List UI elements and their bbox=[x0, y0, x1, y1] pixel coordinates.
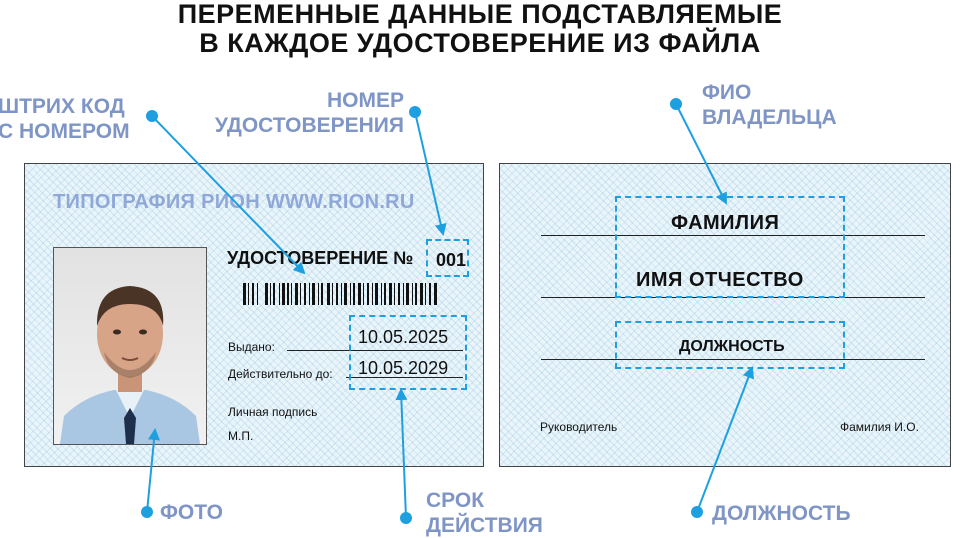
callout-number: НОМЕР УДОСТОВЕРЕНИЯ bbox=[200, 88, 404, 138]
callout-barcode-line-1: ШТРИХ КОД bbox=[0, 95, 125, 118]
manager-label: Руководитель bbox=[540, 420, 618, 434]
position-arrow bbox=[691, 366, 755, 518]
callout-fio: ФИО ВЛАДЕЛЬЦА bbox=[702, 80, 837, 130]
valid-until-underline bbox=[346, 377, 463, 378]
valid-until-label: Действительно до: bbox=[228, 367, 333, 381]
manager-name: Фамилия И.О. bbox=[840, 420, 919, 434]
issued-label: Выдано: bbox=[228, 340, 275, 354]
position-frame bbox=[615, 321, 845, 369]
front-card-watermark: ТИПОГРАФИЯ РИОН WWW.RION.RU bbox=[53, 191, 415, 213]
callout-validity-line-2: ДЕЙСТВИЯ bbox=[426, 514, 543, 537]
callout-validity: СРОК ДЕЙСТВИЯ bbox=[426, 488, 543, 538]
callout-barcode-line-2: С НОМЕРОМ bbox=[0, 120, 130, 143]
valid-until-date: 10.05.2029 bbox=[358, 358, 449, 378]
fio-arrow bbox=[670, 98, 727, 205]
front-card: ТИПОГРАФИЯ РИОН WWW.RION.RU УДОСТОВЕРЕНИ… bbox=[24, 163, 484, 467]
callout-fio-line-2: ВЛАДЕЛЬЦА bbox=[702, 106, 837, 129]
holder-position: ДОЛЖНОСТЬ bbox=[679, 338, 785, 355]
signature-label: Личная подпись bbox=[228, 405, 318, 419]
holder-photo bbox=[53, 247, 207, 445]
surname-line bbox=[541, 235, 925, 236]
issued-date: 10.05.2025 bbox=[358, 327, 449, 347]
page-title-line-2: В КАЖДОЕ УДОСТОВЕРЕНИЕ ИЗ ФАЙЛА bbox=[199, 28, 761, 58]
callout-validity-line-1: СРОК bbox=[426, 489, 485, 512]
number-arrow bbox=[409, 106, 447, 236]
page-title-line-1: ПЕРЕМЕННЫЕ ДАННЫЕ ПОДСТАВЛЯЕМЫЕ bbox=[177, 0, 783, 29]
certificate-number: 001 bbox=[436, 250, 467, 270]
certificate-heading: УДОСТОВЕРЕНИЕ № bbox=[227, 248, 414, 268]
dates-frame bbox=[349, 315, 467, 390]
callout-number-line-2: УДОСТОВЕРЕНИЯ bbox=[214, 114, 404, 137]
callout-position: ДОЛЖНОСТЬ bbox=[712, 502, 851, 525]
issued-underline bbox=[287, 350, 463, 351]
number-frame bbox=[426, 239, 469, 277]
holder-name-patronymic: ИМЯ ОТЧЕСТВО bbox=[636, 269, 804, 291]
fio-frame bbox=[615, 196, 845, 298]
barcode-arrow bbox=[146, 110, 306, 275]
holder-surname: ФАМИЛИЯ bbox=[671, 212, 780, 234]
callout-number-line-1: НОМЕР bbox=[326, 89, 404, 112]
callout-fio-line-1: ФИО bbox=[702, 81, 752, 104]
position-line bbox=[541, 359, 925, 360]
callout-photo: ФОТО bbox=[160, 501, 223, 524]
back-card: ФАМИЛИЯ ИМЯ ОТЧЕСТВО ДОЛЖНОСТЬ Руководит… bbox=[499, 163, 951, 467]
callout-barcode: ШТРИХ КОД С НОМЕРОМ bbox=[0, 94, 130, 144]
photo-arrow bbox=[141, 428, 161, 518]
stamp-label: М.П. bbox=[228, 429, 254, 443]
barcode bbox=[243, 283, 437, 305]
validity-arrow bbox=[395, 388, 412, 524]
